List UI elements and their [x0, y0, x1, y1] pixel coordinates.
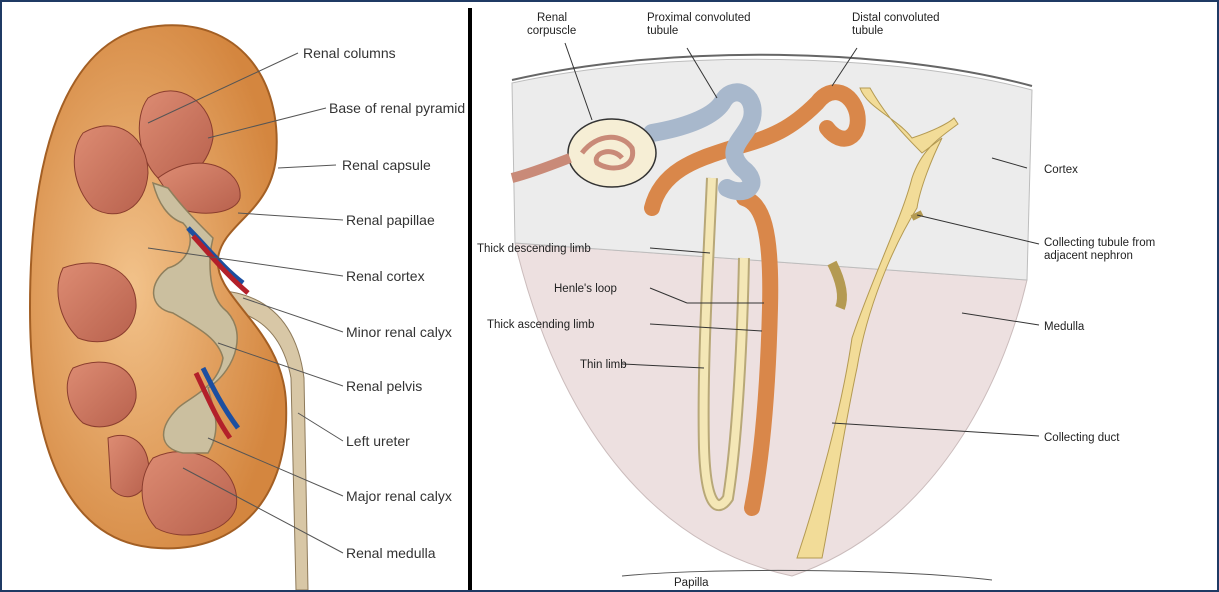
label-thick-descending-limb: Thick descending limb	[477, 243, 591, 255]
label-renal-pelvis: Renal pelvis	[346, 378, 422, 394]
label-renal-corpuscle-2: corpuscle	[527, 25, 576, 37]
label-major-renal-calyx: Major renal calyx	[346, 488, 452, 504]
label-henles-loop: Henle's loop	[554, 283, 617, 295]
label-proximal-tubule-1: Proximal convoluted	[647, 12, 751, 24]
label-minor-renal-calyx: Minor renal calyx	[346, 324, 452, 340]
label-renal-cortex: Renal cortex	[346, 268, 425, 284]
label-cortex: Cortex	[1044, 164, 1078, 176]
label-distal-tubule-2: tubule	[852, 25, 883, 37]
kidney-panel: Renal columns Base of renal pyramid Rena…	[8, 8, 468, 590]
label-thick-ascending-limb: Thick ascending limb	[487, 319, 594, 331]
label-base-of-renal-pyramid: Base of renal pyramid	[329, 100, 465, 116]
label-collecting-duct: Collecting duct	[1044, 432, 1120, 444]
label-thin-limb: Thin limb	[580, 359, 627, 371]
label-distal-tubule-1: Distal convoluted	[852, 12, 940, 24]
label-proximal-tubule-2: tubule	[647, 25, 678, 37]
kidney-diagram: Renal columns Base of renal pyramid Rena…	[8, 8, 468, 590]
nephron-panel: Renal corpuscle Proximal convoluted tubu…	[472, 8, 1216, 590]
label-medulla: Medulla	[1044, 321, 1085, 333]
label-left-ureter: Left ureter	[346, 433, 410, 449]
label-renal-capsule: Renal capsule	[342, 157, 431, 173]
label-collecting-tubule-2: adjacent nephron	[1044, 250, 1133, 262]
label-collecting-tubule-1: Collecting tubule from	[1044, 237, 1155, 249]
label-renal-medulla: Renal medulla	[346, 545, 436, 561]
label-renal-papillae: Renal papillae	[346, 212, 435, 228]
label-papilla: Papilla	[674, 577, 709, 589]
label-renal-columns: Renal columns	[303, 45, 396, 61]
label-renal-corpuscle-1: Renal	[537, 12, 567, 24]
nephron-diagram: Renal corpuscle Proximal convoluted tubu…	[472, 8, 1216, 590]
